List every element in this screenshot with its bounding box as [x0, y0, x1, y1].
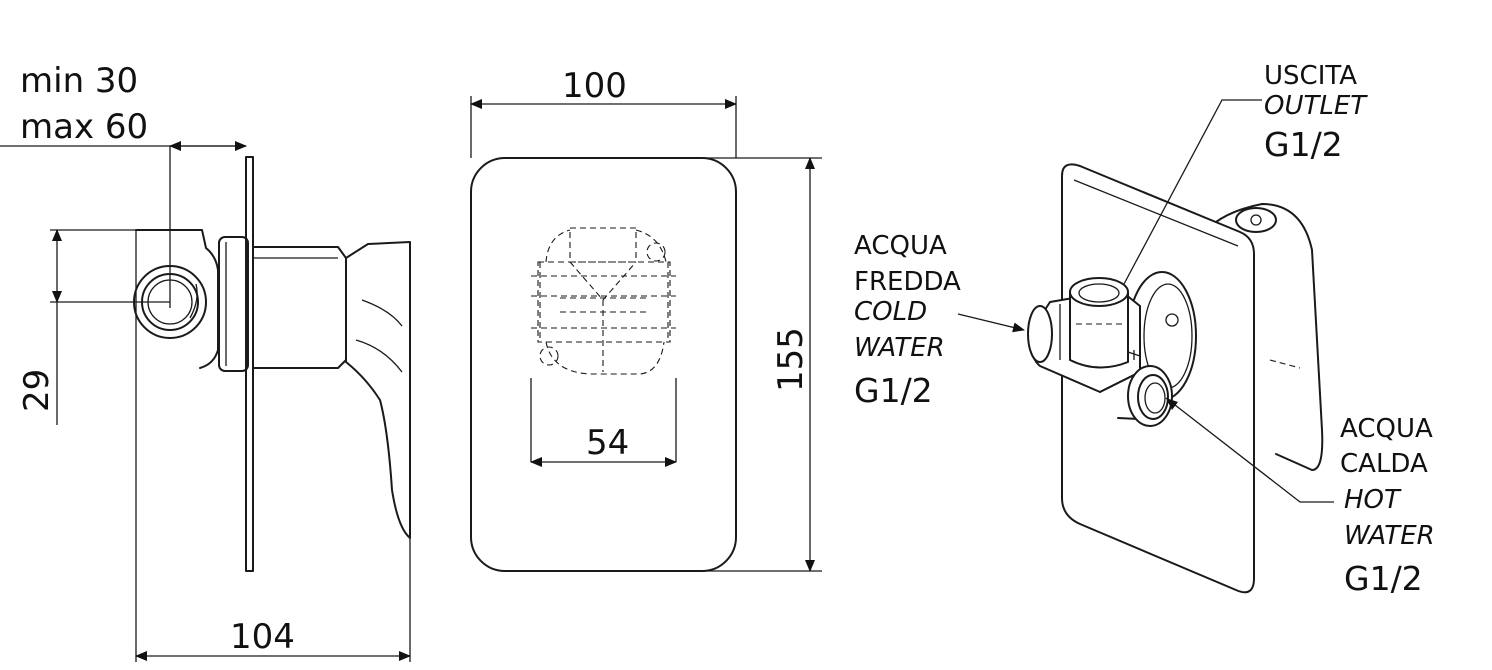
dim-100-label: 100: [562, 66, 627, 106]
iso-hot-inlet: [1127, 365, 1173, 427]
side-view: min 30 max 60 29 104: [0, 61, 411, 662]
dim-min-30-label: min 30: [20, 61, 138, 101]
hot-label-it-2: CALDA: [1340, 449, 1428, 479]
cold-label-en-1: COLD: [854, 297, 927, 327]
dim-155-label: 155: [771, 327, 811, 392]
outlet-label-it: USCITA: [1264, 61, 1357, 91]
leader-cold: [957, 313, 1025, 333]
hot-label-it-1: ACQUA: [1340, 414, 1433, 444]
iso-cold-inlet: [1027, 305, 1053, 363]
leader-hot: [1165, 397, 1334, 503]
hot-size: G1/2: [1344, 559, 1423, 598]
cold-label-en-2: WATER: [854, 333, 945, 363]
side-body: [252, 246, 347, 369]
iso-view: USCITA OUTLET G1/2 ACQUA FREDDA COLD WAT…: [854, 61, 1435, 598]
leader-outlet: [1123, 99, 1262, 285]
iso-rear-body: [1204, 203, 1324, 471]
dim-max-60-label: max 60: [20, 107, 148, 147]
cold-label-it-1: ACQUA: [854, 231, 947, 261]
side-wall-plate: [245, 156, 254, 572]
cold-size: G1/2: [854, 371, 933, 410]
dim-104-label: 104: [230, 617, 295, 657]
iso-outlet-pipe: [1069, 291, 1129, 369]
outlet-label-en: OUTLET: [1264, 91, 1368, 121]
cold-label-it-2: FREDDA: [854, 267, 961, 297]
front-view: 100 155 54: [470, 66, 822, 572]
front-hidden-body: [531, 227, 676, 375]
hot-label-en-1: HOT: [1344, 485, 1402, 515]
dim-54-label: 54: [586, 423, 629, 463]
front-cover-plate: [470, 157, 737, 572]
side-flange: [218, 236, 249, 372]
hot-label-en-2: WATER: [1344, 521, 1435, 551]
side-handle: [345, 241, 411, 539]
dim-29-label: 29: [17, 369, 57, 412]
outlet-size: G1/2: [1264, 125, 1343, 164]
side-cartridge-boss: [135, 229, 219, 369]
